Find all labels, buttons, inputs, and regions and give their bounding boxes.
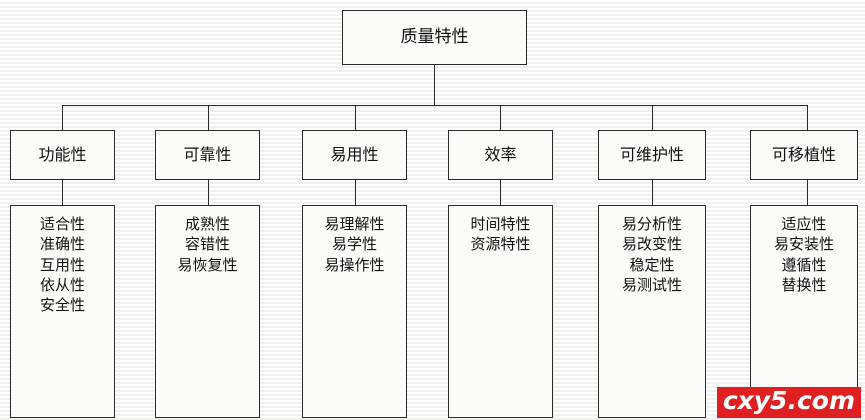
connector-root-stem (434, 65, 435, 105)
subitems-node-4: 时间特性 资源特性 (448, 205, 553, 418)
connector-drop-2 (208, 105, 209, 130)
category-node-2: 可靠性 (155, 130, 260, 180)
connector-cat-sub-5 (652, 180, 653, 205)
connector-cat-sub-3 (355, 180, 356, 205)
category-node-3: 易用性 (302, 130, 407, 180)
category-label-5: 可维护性 (619, 145, 684, 165)
category-node-5: 可维护性 (598, 130, 706, 180)
category-label-3: 易用性 (330, 145, 379, 165)
connector-bus (62, 105, 807, 106)
subitems-node-2: 成熟性 容错性 易恢复性 (155, 205, 260, 418)
subitems-list-6: 适应性 易安装性 遵循性 替换性 (773, 215, 834, 294)
connector-drop-3 (355, 105, 356, 130)
subitems-node-1: 适合性 准确性 互用性 依从性 安全性 (10, 205, 115, 418)
connector-drop-6 (807, 105, 808, 130)
category-label-4: 效率 (484, 145, 517, 165)
connector-drop-5 (652, 105, 653, 130)
root-node-label: 质量特性 (400, 27, 469, 48)
category-node-4: 效率 (448, 130, 553, 180)
subitems-node-6: 适应性 易安装性 遵循性 替换性 (750, 205, 858, 418)
category-label-2: 可靠性 (183, 145, 232, 165)
connector-cat-sub-2 (208, 180, 209, 205)
subitems-list-4: 时间特性 资源特性 (470, 215, 531, 254)
subitems-list-5: 易分析性 易改变性 稳定性 易测试性 (621, 215, 682, 294)
category-node-1: 功能性 (10, 130, 115, 180)
subitems-list-2: 成熟性 容错性 易恢复性 (177, 215, 238, 274)
category-node-6: 可移植性 (750, 130, 858, 180)
connector-drop-4 (500, 105, 501, 130)
subitems-node-3: 易理解性 易学性 易操作性 (302, 205, 407, 418)
subitems-node-5: 易分析性 易改变性 稳定性 易测试性 (598, 205, 706, 418)
connector-drop-1 (62, 105, 63, 130)
category-label-6: 可移植性 (771, 145, 836, 165)
watermark: cxy5.com (716, 386, 861, 418)
connector-cat-sub-6 (807, 180, 808, 205)
root-node: 质量特性 (342, 10, 527, 65)
connector-cat-sub-4 (500, 180, 501, 205)
subitems-list-1: 适合性 准确性 互用性 依从性 安全性 (39, 215, 85, 314)
category-label-1: 功能性 (38, 145, 87, 165)
connector-cat-sub-1 (62, 180, 63, 205)
subitems-list-3: 易理解性 易学性 易操作性 (324, 215, 385, 274)
